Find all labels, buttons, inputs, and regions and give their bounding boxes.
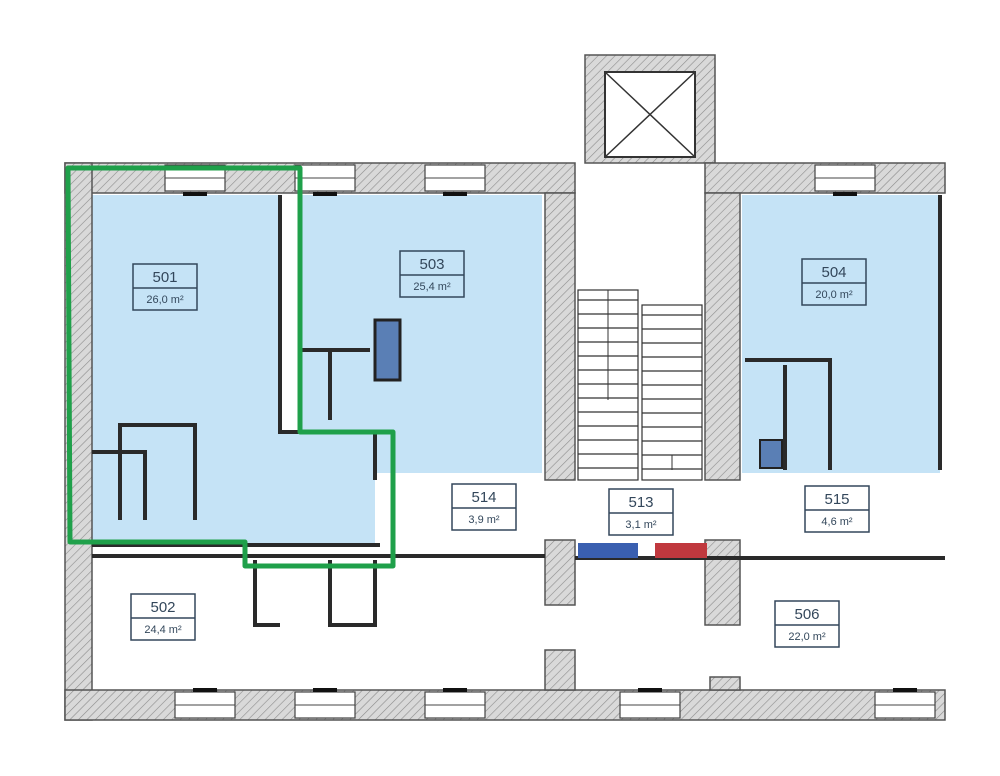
- room-514-label[interactable]: 514 3,9 m²: [451, 483, 517, 531]
- fixture-504: [759, 439, 783, 469]
- cabinet: [373, 318, 402, 382]
- room-area: 24,4 m²: [144, 624, 182, 636]
- window: [424, 164, 486, 196]
- panel-blue: [578, 543, 638, 558]
- selected-apartment-outline[interactable]: [65, 165, 396, 569]
- room-504-label[interactable]: 504 20,0 m²: [801, 258, 867, 306]
- staircase: [577, 289, 703, 481]
- windows: [164, 164, 936, 719]
- room-number: 504: [821, 264, 846, 281]
- room-502-label[interactable]: 502 24,4 m²: [130, 593, 196, 641]
- room-area: 4,6 m²: [821, 516, 853, 528]
- room-area: 22,0 m²: [788, 631, 826, 643]
- window: [814, 164, 876, 196]
- room-number: 506: [794, 606, 819, 623]
- room-number: 503: [419, 256, 444, 273]
- room-area: 26,0 m²: [146, 294, 184, 306]
- room-area: 20,0 m²: [815, 289, 853, 301]
- window: [294, 688, 356, 719]
- room-number: 513: [628, 494, 653, 511]
- window: [294, 164, 356, 196]
- room-503-label[interactable]: 503 25,4 m²: [399, 250, 465, 298]
- room-513-label[interactable]: 513 3,1 m²: [608, 488, 674, 536]
- room-area: 3,9 m²: [468, 514, 500, 526]
- room-number: 502: [150, 599, 175, 616]
- room-area: 3,1 m²: [625, 519, 657, 531]
- room-502-fill[interactable]: [92, 558, 545, 690]
- window: [174, 688, 236, 719]
- room-501-label[interactable]: 501 26,0 m²: [132, 263, 198, 311]
- window: [619, 688, 681, 719]
- panel-red: [655, 543, 707, 558]
- room-area: 25,4 m²: [413, 281, 451, 293]
- elevator-shaft: [604, 71, 696, 158]
- room-503-fill[interactable]: [300, 195, 542, 473]
- room-number: 514: [471, 489, 496, 506]
- room-506-label[interactable]: 506 22,0 m²: [774, 600, 840, 648]
- window: [874, 688, 936, 719]
- room-504-fill[interactable]: [742, 195, 940, 473]
- window: [424, 688, 486, 719]
- room-506-fill[interactable]: [575, 560, 945, 690]
- room-515-label[interactable]: 515 4,6 m²: [804, 485, 870, 533]
- room-number: 501: [152, 269, 177, 286]
- room-number: 515: [824, 491, 849, 508]
